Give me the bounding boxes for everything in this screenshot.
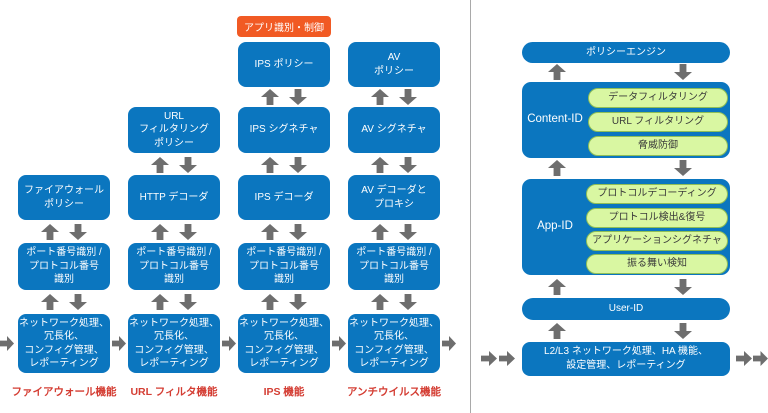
up-arrow-icon (261, 157, 279, 173)
down-arrow-icon (289, 157, 307, 173)
right-arrow-icon (112, 336, 126, 351)
box-http-decoder: HTTP デコーダ (128, 175, 220, 220)
right-arrow-icon (332, 336, 346, 351)
right-arrow-icon (442, 336, 456, 351)
box-firewall-policy: ファイアウォール ポリシー (18, 175, 110, 220)
section-divider (470, 0, 471, 413)
box-network-processing-ips: ネットワーク処理、 冗長化、 コンフィグ管理、 レポーティング (238, 314, 330, 373)
box-network-processing-fw: ネットワーク処理、 冗長化、 コンフィグ管理、 レポーティング (18, 314, 110, 373)
up-arrow-icon (261, 224, 279, 240)
down-arrow-icon (674, 323, 692, 339)
box-ips-signature: IPS シグネチャ (238, 107, 330, 153)
right-arrow-icon (499, 351, 515, 366)
pill-protocol-detection-decryption: プロトコル検出&復号 (586, 208, 728, 228)
box-port-identification-av: ポート番号識別 / プロトコル番号 識別 (348, 243, 440, 290)
box-content-id: Content-ID データフィルタリング URL フィルタリング 脅威防御 (522, 82, 730, 158)
down-arrow-icon (399, 224, 417, 240)
up-arrow-icon (261, 294, 279, 310)
right-arrow-icon (753, 351, 768, 366)
down-arrow-icon (674, 160, 692, 176)
pill-behavior-detection: 振る舞い検知 (586, 254, 728, 274)
right-arrow-icon (481, 351, 497, 366)
app-id-label: App-ID (537, 220, 573, 233)
box-policy-engine: ポリシーエンジン (522, 42, 730, 63)
box-ips-policy: IPS ポリシー (238, 42, 330, 87)
up-arrow-icon (151, 224, 169, 240)
up-arrow-icon (41, 294, 59, 310)
up-arrow-icon (371, 157, 389, 173)
up-arrow-icon (548, 64, 566, 80)
pill-threat-prevention: 脅威防御 (588, 136, 728, 156)
up-arrow-icon (548, 279, 566, 295)
down-arrow-icon (179, 294, 197, 310)
label-ips-function: IPS 機能 (263, 386, 305, 398)
down-arrow-icon (399, 89, 417, 105)
pill-data-filtering: データフィルタリング (588, 88, 728, 108)
box-av-policy: AV ポリシー (348, 42, 440, 87)
box-port-identification-url: ポート番号識別 / プロトコル番号 識別 (128, 243, 220, 290)
up-arrow-icon (371, 224, 389, 240)
pill-application-signature: アプリケーションシグネチャ (586, 231, 728, 251)
up-arrow-icon (371, 294, 389, 310)
box-network-processing-url: ネットワーク処理、 冗長化、 コンフィグ管理、 レポーティング (128, 314, 220, 373)
up-arrow-icon (151, 157, 169, 173)
up-arrow-icon (261, 89, 279, 105)
up-arrow-icon (151, 294, 169, 310)
box-av-decoder-proxy: AV デコーダと プロキシ (348, 175, 440, 220)
pill-protocol-decoding: プロトコルデコーディング (586, 184, 728, 204)
down-arrow-icon (399, 157, 417, 173)
down-arrow-icon (69, 294, 87, 310)
down-arrow-icon (289, 224, 307, 240)
box-ips-decoder: IPS デコーダ (238, 175, 330, 220)
up-arrow-icon (371, 89, 389, 105)
box-port-identification-ips: ポート番号識別 / プロトコル番号 識別 (238, 243, 330, 290)
content-id-label: Content-ID (527, 113, 583, 126)
down-arrow-icon (179, 157, 197, 173)
down-arrow-icon (674, 279, 692, 295)
up-arrow-icon (548, 160, 566, 176)
right-arrow-icon (222, 336, 236, 351)
up-arrow-icon (548, 323, 566, 339)
down-arrow-icon (399, 294, 417, 310)
box-port-identification-fw: ポート番号識別 / プロトコル番号 識別 (18, 243, 110, 290)
down-arrow-icon (674, 64, 692, 80)
down-arrow-icon (289, 294, 307, 310)
box-network-processing-av: ネットワーク処理、 冗長化、 コンフィグ管理、 レポーティング (348, 314, 440, 373)
down-arrow-icon (179, 224, 197, 240)
down-arrow-icon (289, 89, 307, 105)
right-arrow-icon (736, 351, 752, 366)
up-arrow-icon (41, 224, 59, 240)
box-app-id: App-ID プロトコルデコーディング プロトコル検出&復号 アプリケーションシ… (522, 179, 730, 275)
app-identification-tag: アプリ識別・制御 (237, 16, 331, 37)
right-arrow-icon (0, 336, 14, 351)
box-l2l3-network-processing: L2/L3 ネットワーク処理、HA 機能、 設定管理、レポーティング (522, 342, 730, 376)
box-url-filtering-policy: URL フィルタリング ポリシー (128, 107, 220, 153)
pill-url-filtering: URL フィルタリング (588, 112, 728, 132)
label-antivirus-function: アンチウイルス機能 (346, 386, 442, 398)
box-av-signature: AV シグネチャ (348, 107, 440, 153)
label-url-filter-function: URL フィルタ機能 (130, 386, 218, 398)
label-firewall-function: ファイアウォール機能 (11, 386, 117, 398)
box-user-id: User-ID (522, 298, 730, 320)
down-arrow-icon (69, 224, 87, 240)
